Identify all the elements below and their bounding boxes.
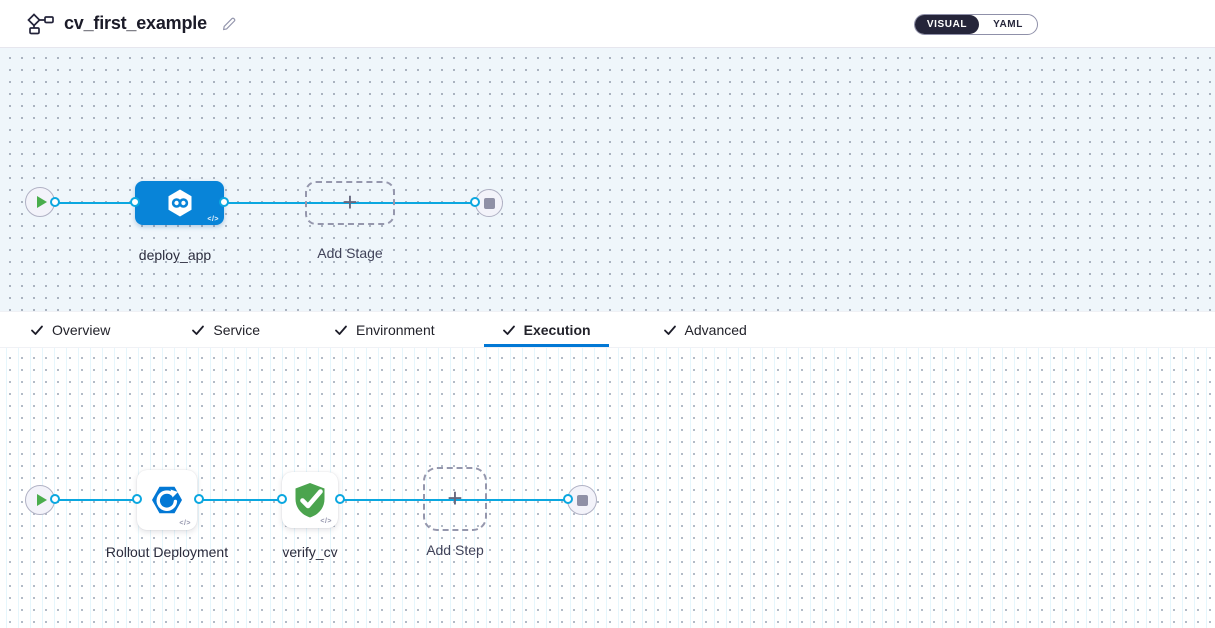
flowchart-pipeline-icon — [27, 12, 54, 34]
stage-config-tabs: Overview Service Environment Execution A… — [0, 311, 1215, 348]
check-icon — [192, 325, 205, 335]
pencil-edit-icon — [222, 17, 236, 30]
check-icon — [502, 325, 515, 335]
pipeline-header: cv_first_example VISUAL YAML — [0, 0, 1215, 48]
pipeline-start-node[interactable] — [25, 187, 55, 217]
cd-hexagon-infinity-icon — [168, 189, 191, 217]
plus-icon: + — [447, 483, 463, 513]
visual-yaml-toggle: VISUAL YAML — [914, 14, 1038, 35]
connector-line — [224, 202, 475, 204]
connector-port[interactable] — [194, 494, 204, 504]
stop-icon — [483, 197, 495, 209]
code-badge: </> — [207, 216, 219, 223]
connector-line — [340, 499, 568, 501]
connector-line — [55, 202, 135, 204]
code-badge: </> — [320, 518, 332, 525]
check-icon — [31, 325, 43, 335]
step-label: Rollout Deployment — [105, 544, 229, 560]
connector-port[interactable] — [50, 197, 60, 207]
stage-graph-canvas[interactable]: </> + deploy_app Add Stage — [0, 48, 1215, 311]
check-icon — [663, 325, 676, 335]
step-node-rollout-deployment[interactable]: </> — [137, 470, 197, 530]
add-step-label: Add Step — [426, 542, 484, 558]
connector-port[interactable] — [132, 494, 142, 504]
execution-graph-canvas[interactable]: </> </> + Rollout Deployment verify_cv A… — [0, 348, 1215, 628]
tab-label: Execution — [523, 321, 591, 338]
add-stage-button[interactable]: + — [305, 181, 395, 225]
connector-port[interactable] — [219, 197, 229, 207]
tab-label: Advanced — [684, 321, 747, 338]
tab-label: Environment — [356, 321, 435, 338]
connector-port[interactable] — [335, 494, 345, 504]
stage-label: deploy_app — [138, 247, 212, 263]
tab-label: Overview — [52, 321, 111, 338]
code-badge: </> — [179, 520, 191, 527]
tab-service[interactable]: Service — [173, 312, 278, 347]
check-icon — [335, 325, 347, 335]
connector-port[interactable] — [277, 494, 287, 504]
play-icon — [36, 494, 47, 506]
step-label: verify_cv — [282, 544, 338, 560]
page-title: cv_first_example — [64, 13, 207, 33]
add-step-button[interactable]: + — [423, 467, 487, 531]
connector-port[interactable] — [50, 494, 60, 504]
edit-title-button[interactable] — [221, 16, 237, 32]
stop-icon — [576, 494, 588, 506]
stage-node-deploy-app[interactable]: </> — [135, 181, 224, 225]
rollout-hexagon-arrow-icon — [152, 486, 182, 514]
play-icon — [36, 196, 47, 208]
tab-label: Service — [213, 321, 261, 338]
tab-advanced[interactable]: Advanced — [645, 312, 765, 347]
connector-line — [199, 499, 282, 501]
step-node-verify-cv[interactable]: </> — [282, 472, 338, 528]
connector-port[interactable] — [563, 494, 573, 504]
tab-environment[interactable]: Environment — [316, 312, 453, 347]
tab-execution[interactable]: Execution — [483, 312, 609, 347]
toggle-yaml-button[interactable]: YAML — [993, 19, 1023, 30]
toggle-visual-button[interactable]: VISUAL — [915, 15, 979, 34]
connector-port[interactable] — [470, 197, 480, 207]
add-stage-label: Add Stage — [317, 245, 383, 261]
connector-port[interactable] — [130, 197, 140, 207]
tab-overview[interactable]: Overview — [12, 312, 128, 347]
plus-icon: + — [342, 187, 358, 217]
connector-line — [55, 499, 137, 501]
shield-check-icon — [295, 483, 325, 518]
